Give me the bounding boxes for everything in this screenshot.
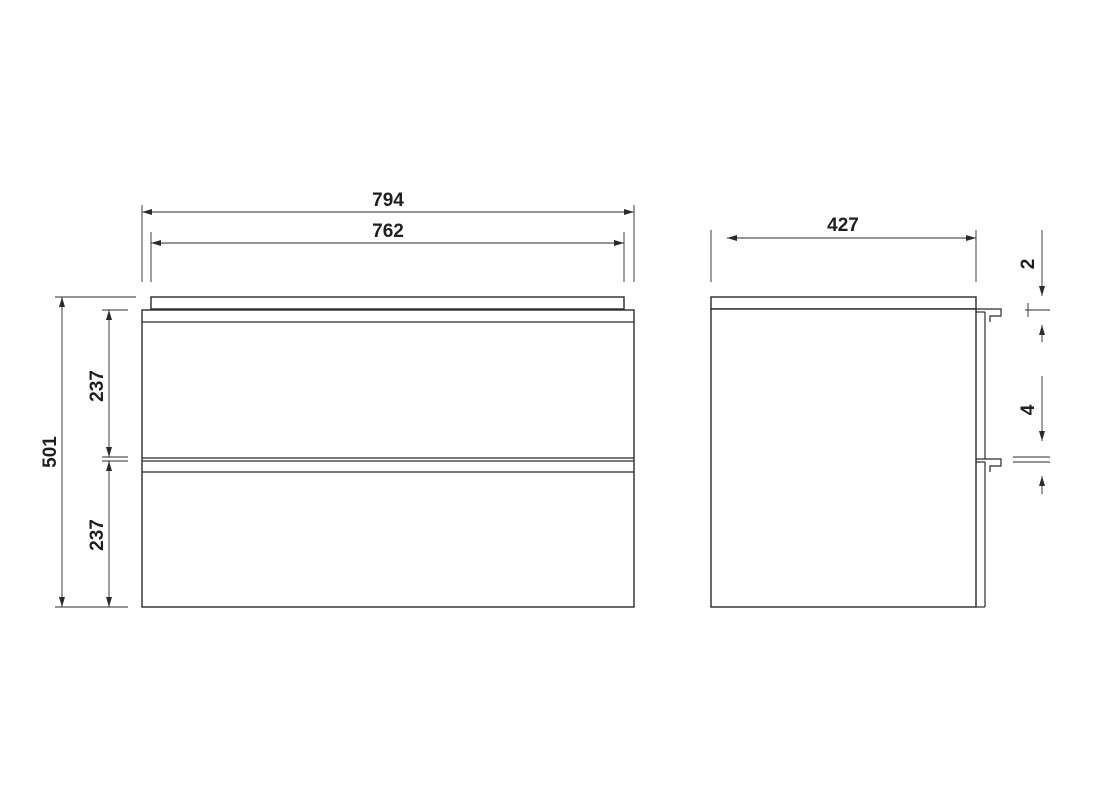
arrowhead <box>59 297 65 307</box>
inner-width-label: 762 <box>372 221 404 242</box>
dimension-overall-width: 794 <box>141 190 635 282</box>
top-gap-label: 2 <box>1018 259 1039 270</box>
arrowhead <box>614 240 624 246</box>
side-cabinet-body <box>710 308 977 608</box>
dimension-overall-height: 501 <box>40 296 136 608</box>
side-top-handle-profile <box>976 308 1002 322</box>
dimension-drawer-gap: 4 <box>1013 376 1050 494</box>
dimension-bottom-drawer-height: 237 <box>87 461 112 607</box>
front-view <box>141 296 635 608</box>
dimension-inner-width: 762 <box>150 221 625 282</box>
front-top-slab <box>150 296 625 310</box>
arrowhead <box>727 235 737 241</box>
arrowhead <box>624 209 634 215</box>
arrowhead <box>106 597 112 607</box>
drawer-gap-label: 4 <box>1018 404 1039 415</box>
arrowhead <box>151 240 161 246</box>
overall-width-label: 794 <box>372 190 404 211</box>
side-view <box>710 296 1002 608</box>
arrowhead <box>1039 325 1045 335</box>
overall-height-label: 501 <box>40 436 61 468</box>
arrowhead <box>106 310 112 320</box>
arrowhead <box>1039 476 1045 486</box>
depth-label: 427 <box>827 215 859 236</box>
top-drawer-height-label: 237 <box>87 370 108 402</box>
side-top-slab <box>710 296 977 310</box>
arrowhead <box>59 597 65 607</box>
bottom-drawer-height-label: 237 <box>87 519 108 551</box>
arrowhead <box>966 235 976 241</box>
side-bottom-handle-profile <box>976 458 1002 472</box>
arrowhead <box>1039 286 1045 296</box>
arrowhead <box>142 209 152 215</box>
arrowhead <box>106 447 112 457</box>
dimension-top-gap: 2 <box>1018 230 1050 342</box>
dimension-depth: 427 <box>710 215 977 282</box>
dimension-top-drawer-height: 237 <box>87 309 128 462</box>
arrowhead <box>106 461 112 471</box>
arrowhead <box>1039 431 1045 441</box>
